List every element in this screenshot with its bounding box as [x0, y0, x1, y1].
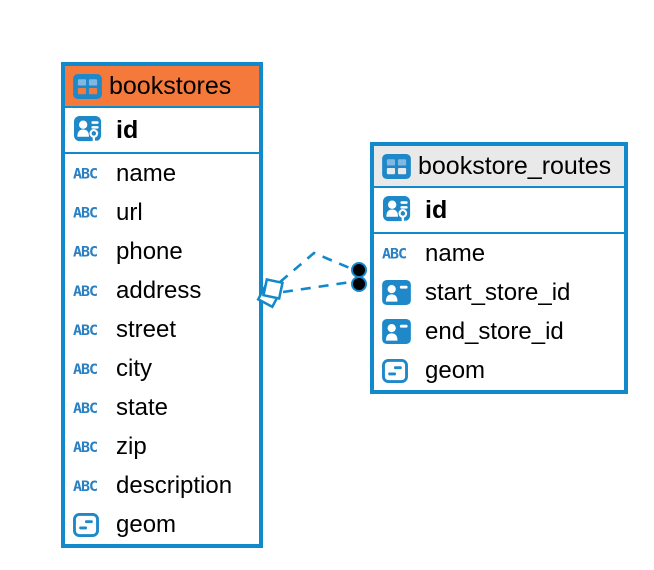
column-name: url: [116, 198, 143, 226]
primary-key-icon: [382, 195, 418, 226]
column-name: start_store_id: [425, 278, 571, 306]
column-row[interactable]: ABC name: [65, 154, 259, 193]
text-type-icon: ABC: [73, 164, 98, 183]
geometry-type-icon: [382, 359, 418, 383]
relationship-line[interactable]: [279, 251, 353, 283]
table-title: bookstore_routes: [418, 151, 612, 180]
column-row[interactable]: ABC street: [65, 310, 259, 349]
text-type-icon: ABC: [73, 281, 98, 300]
column-name: street: [116, 315, 177, 343]
column-name: name: [425, 239, 486, 267]
relationship-line[interactable]: [282, 280, 352, 294]
text-type-icon: ABC: [73, 203, 98, 222]
dot-marker: [351, 262, 367, 292]
primary-key-icon: [73, 115, 109, 146]
column-name: description: [116, 471, 233, 499]
column-row[interactable]: ABC name: [374, 234, 624, 273]
primary-key-row[interactable]: id: [65, 108, 259, 154]
text-type-icon: ABC: [73, 242, 98, 261]
column-name: state: [116, 393, 169, 421]
column-name: geom: [425, 356, 486, 384]
text-type-icon: ABC: [73, 398, 98, 417]
column-row[interactable]: ABC state: [65, 388, 259, 427]
table-icon: [382, 154, 411, 179]
table-bookstores[interactable]: bookstores id ABC name ABC url ABC phone…: [61, 62, 263, 548]
foreign-key-icon: [382, 319, 418, 344]
column-row[interactable]: start_store_id: [374, 273, 624, 312]
table-header[interactable]: bookstore_routes: [374, 146, 624, 188]
text-type-icon: ABC: [73, 437, 98, 456]
column-name: zip: [116, 432, 147, 460]
column-row[interactable]: end_store_id: [374, 312, 624, 351]
column-row[interactable]: ABC zip: [65, 427, 259, 466]
column-row[interactable]: geom: [65, 505, 259, 544]
foreign-key-icon: [382, 280, 418, 305]
text-type-icon: ABC: [73, 359, 98, 378]
column-name: end_store_id: [425, 317, 564, 345]
column-row[interactable]: ABC phone: [65, 232, 259, 271]
column-name: phone: [116, 237, 183, 265]
table-title: bookstores: [109, 71, 232, 100]
text-type-icon: ABC: [73, 476, 98, 495]
text-type-icon: ABC: [73, 320, 98, 339]
geometry-type-icon: [73, 513, 109, 537]
column-row[interactable]: ABC url: [65, 193, 259, 232]
primary-key-row[interactable]: id: [374, 188, 624, 234]
column-name: name: [116, 159, 177, 187]
table-header[interactable]: bookstores: [65, 66, 259, 108]
table-icon: [73, 74, 102, 99]
column-row[interactable]: ABC address: [65, 271, 259, 310]
column-name: geom: [116, 510, 177, 538]
column-name: city: [116, 354, 152, 382]
column-name: address: [116, 276, 202, 304]
text-type-icon: ABC: [382, 244, 407, 263]
column-name: id: [425, 195, 448, 224]
column-row[interactable]: geom: [374, 351, 624, 390]
column-name: id: [116, 115, 139, 144]
table-bookstore-routes[interactable]: bookstore_routes id ABC name start_store…: [370, 142, 628, 394]
column-row[interactable]: ABC description: [65, 466, 259, 505]
column-row[interactable]: ABC city: [65, 349, 259, 388]
